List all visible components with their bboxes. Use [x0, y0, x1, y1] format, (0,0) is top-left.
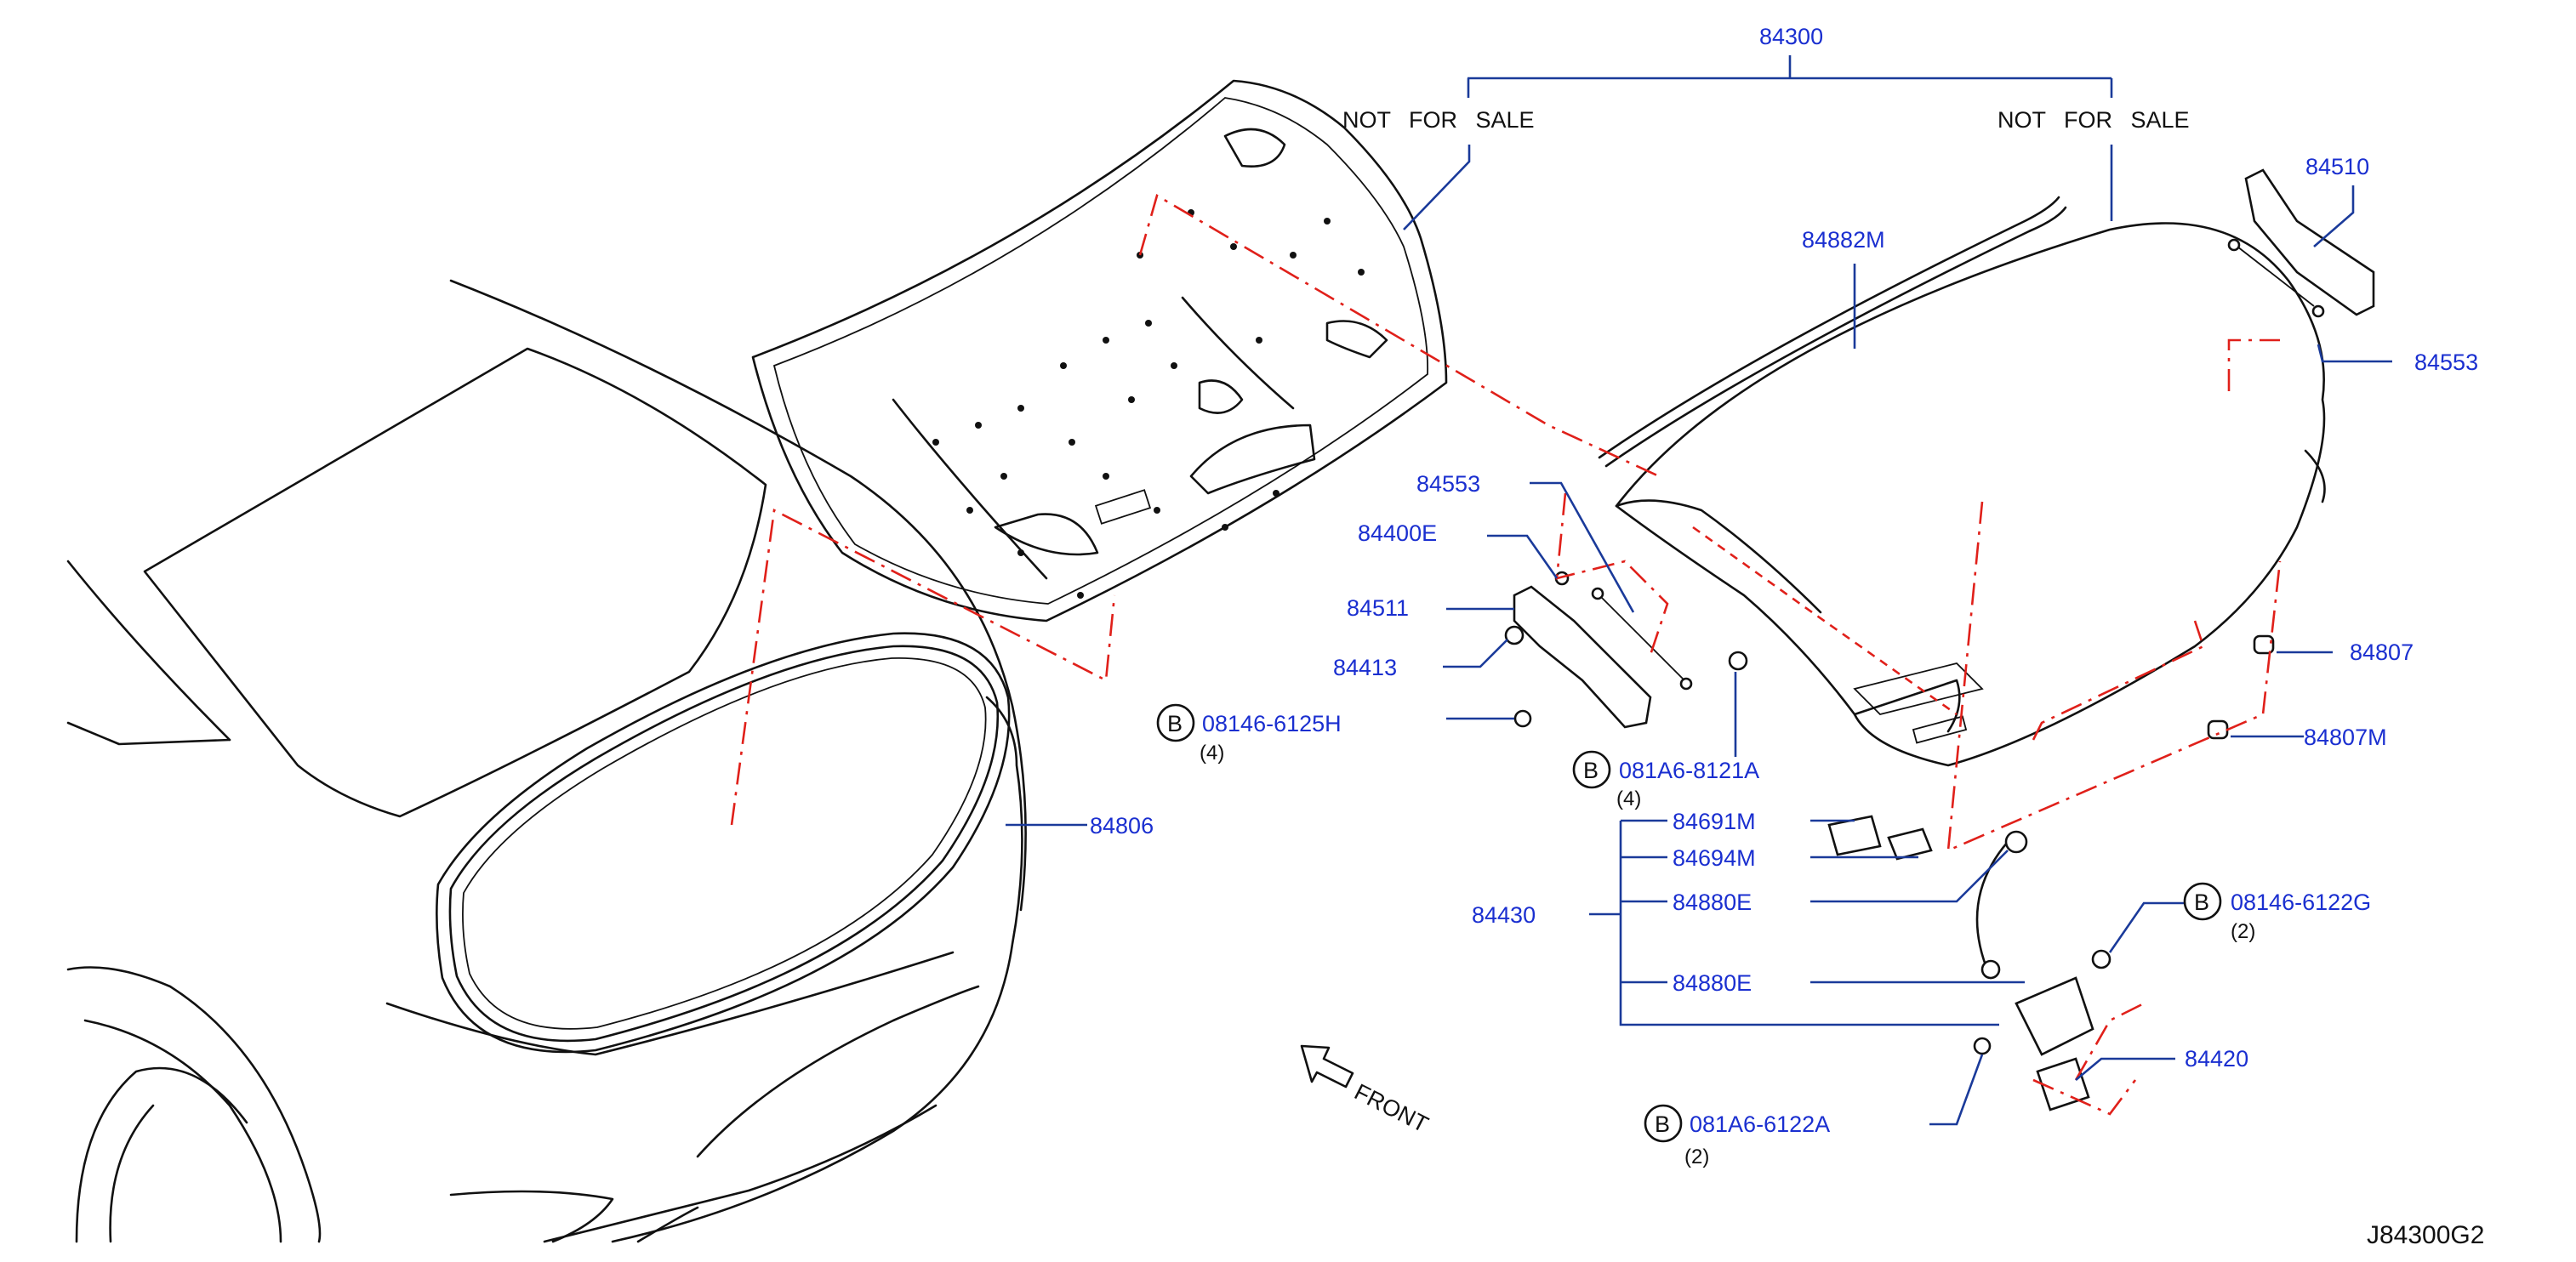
- hinge-84511: [1513, 585, 1693, 729]
- label-84300: 84300: [1759, 24, 1823, 49]
- bolt-part-number: 081A6-6122A: [1690, 1111, 1830, 1137]
- label-84880E-1: 84880E: [1673, 890, 1752, 915]
- trunk-lid-inner-panel: [751, 79, 1448, 622]
- labels: 84300 NOT FOR SALE NOT FOR SALE 84510 84…: [1090, 24, 2484, 1249]
- bolt-quantity: (4): [1200, 742, 1224, 765]
- bolt-callout-081A6-6122A: B 081A6-6122A (2): [1644, 1104, 1830, 1168]
- hinge-84510: [2227, 168, 2375, 318]
- front-arrow: FRONT: [1300, 1044, 1433, 1138]
- label-84420: 84420: [2185, 1046, 2248, 1072]
- bolt-symbol: B: [2194, 890, 2209, 915]
- bolt-symbol: B: [1655, 1111, 1670, 1137]
- label-84694M: 84694M: [1673, 845, 1756, 871]
- bolt-symbol: B: [1583, 758, 1599, 783]
- leader-lines: [1006, 55, 2392, 1126]
- bolt-callout-08146-6125H: B 08146-6125H (4): [1156, 703, 1342, 765]
- label-84807: 84807: [2350, 640, 2414, 665]
- label-84882M: 84882M: [1802, 227, 1885, 253]
- bolts: [1504, 571, 2275, 1055]
- bolt-part-number: 081A6-8121A: [1619, 758, 1759, 783]
- label-84413: 84413: [1333, 655, 1397, 680]
- bolt-part-number: 08146-6125H: [1202, 711, 1342, 736]
- front-label: FRONT: [1350, 1079, 1432, 1138]
- bolt-quantity: (2): [1684, 1145, 1709, 1168]
- label-84430: 84430: [1472, 902, 1536, 928]
- label-84511: 84511: [1347, 595, 1409, 621]
- bolt-callout-08146-6122G: B 08146-6122G (2): [2183, 882, 2371, 943]
- vehicle-body-outline: [66, 279, 1027, 1243]
- bolt-part-number: 08146-6122G: [2231, 890, 2371, 915]
- bolt-quantity: (2): [2231, 920, 2255, 943]
- label-84807M: 84807M: [2304, 725, 2387, 750]
- label-84691M: 84691M: [1673, 809, 1756, 834]
- label-84806: 84806: [1090, 813, 1154, 838]
- label-84553-left: 84553: [1416, 471, 1480, 497]
- diagram-code: J84300G2: [2367, 1221, 2484, 1249]
- label-84553-right: 84553: [2414, 350, 2478, 375]
- label-84880E-2: 84880E: [1673, 970, 1752, 996]
- label-84400E: 84400E: [1358, 520, 1437, 546]
- lock-assembly: [1827, 815, 2094, 1111]
- bolt-symbol: B: [1167, 711, 1183, 736]
- not-for-sale-left: NOT FOR SALE: [1342, 107, 1535, 133]
- alignment-lines: [730, 194, 2282, 1116]
- bolt-callout-081A6-8121A: B 081A6-8121A (4): [1572, 750, 1759, 810]
- bolt-quantity: (4): [1616, 787, 1641, 810]
- label-84510: 84510: [2305, 154, 2369, 179]
- not-for-sale-right: NOT FOR SALE: [1998, 107, 2190, 133]
- trunk-lid-outer-panel: [1598, 196, 2326, 767]
